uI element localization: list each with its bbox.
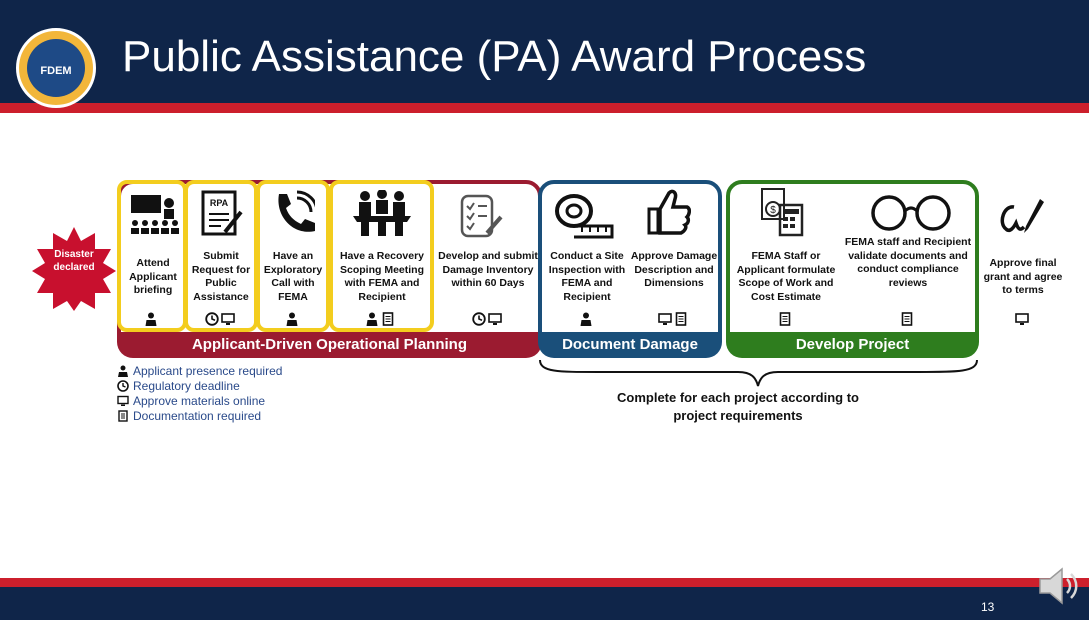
thumbs-up-icon bbox=[647, 189, 691, 235]
step-label: Approve Damage Description and Dimension… bbox=[630, 250, 718, 290]
monitor-icon bbox=[488, 313, 502, 325]
legend-label: Documentation required bbox=[133, 409, 262, 423]
fdem-seal-logo: FDEM bbox=[16, 28, 96, 108]
person-icon bbox=[366, 312, 378, 326]
header-accent-bar bbox=[0, 103, 1089, 113]
page-number: 13 bbox=[981, 600, 995, 614]
phone-icon bbox=[278, 190, 315, 232]
presentation-icon bbox=[131, 195, 179, 234]
phase-band-planning: Applicant-Driven Operational Planning bbox=[117, 332, 542, 358]
monitor-icon bbox=[658, 313, 672, 325]
monitor-icon bbox=[221, 313, 235, 325]
page-title: Public Assistance (PA) Award Process bbox=[122, 32, 867, 81]
rpa-icon-text: RPA bbox=[209, 198, 229, 208]
slide-footer bbox=[0, 587, 1089, 620]
legend-item: Regulatory deadline bbox=[117, 379, 240, 393]
disaster-starburst-icon bbox=[32, 227, 116, 311]
document-icon bbox=[779, 312, 791, 326]
legend-item: Approve materials online bbox=[117, 394, 265, 408]
legend-label: Regulatory deadline bbox=[133, 379, 240, 393]
clock-icon bbox=[205, 312, 219, 326]
step-label: Conduct a Site Inspection with FEMA and … bbox=[548, 250, 626, 303]
step-label: FEMA Staff or Applicant formulate Scope … bbox=[736, 250, 836, 303]
monitor-icon bbox=[1015, 313, 1029, 325]
step-label: Approve final grant and agree to terms bbox=[983, 257, 1063, 297]
phase-band-develop: Develop Project bbox=[726, 332, 979, 358]
meeting-icon bbox=[353, 190, 411, 236]
step-label: FEMA staff and Recipient validate docume… bbox=[844, 236, 972, 289]
brace-connector bbox=[539, 359, 978, 387]
phase-band-document: Document Damage bbox=[538, 332, 722, 358]
glasses-icon bbox=[871, 195, 951, 231]
logo-text: FDEM bbox=[40, 65, 72, 77]
footer-accent-bar bbox=[0, 578, 1089, 587]
disaster-label: Disaster declared bbox=[53, 249, 95, 273]
person-icon bbox=[145, 312, 157, 326]
legend-label: Approve materials online bbox=[133, 394, 266, 408]
slide-header bbox=[0, 0, 1089, 103]
step-label: Submit Request for Public Assistance bbox=[191, 250, 251, 303]
clock-icon bbox=[117, 380, 129, 392]
step-label: Have a Recovery Scoping Meeting with FEM… bbox=[339, 250, 425, 303]
legend-item: Documentation required bbox=[117, 409, 261, 423]
legend-item: Applicant presence required bbox=[117, 364, 282, 378]
legend-label: Applicant presence required bbox=[133, 364, 283, 378]
signature-icon bbox=[1000, 199, 1044, 233]
person-icon bbox=[580, 312, 592, 326]
rpa-form-icon bbox=[201, 190, 243, 236]
document-icon bbox=[675, 312, 687, 326]
svg-text:$: $ bbox=[770, 205, 776, 216]
step-label: Have an Exploratory Call with FEMA bbox=[263, 250, 323, 303]
process-diagram: Disaster declared RPA bbox=[31, 165, 1089, 440]
clock-icon bbox=[472, 312, 486, 326]
step-label: Attend Applicant briefing bbox=[129, 257, 177, 297]
checklist-icon bbox=[460, 194, 503, 238]
monitor-icon bbox=[117, 395, 129, 406]
calculator-icon: $ bbox=[761, 188, 804, 237]
tape-measure-icon bbox=[555, 194, 614, 239]
highlight-step-3 bbox=[256, 180, 330, 332]
highlight-step-4 bbox=[329, 180, 434, 332]
person-icon bbox=[118, 365, 128, 377]
person-icon bbox=[286, 312, 298, 326]
document-icon bbox=[382, 312, 394, 326]
project-note: Complete for each project according to p… bbox=[617, 390, 859, 423]
document-icon bbox=[118, 410, 128, 422]
document-icon bbox=[901, 312, 913, 326]
step-label: Develop and submit Damage Inventory with… bbox=[438, 250, 538, 290]
audio-speaker-icon[interactable] bbox=[1036, 563, 1082, 609]
seal-center: FDEM bbox=[27, 39, 85, 97]
